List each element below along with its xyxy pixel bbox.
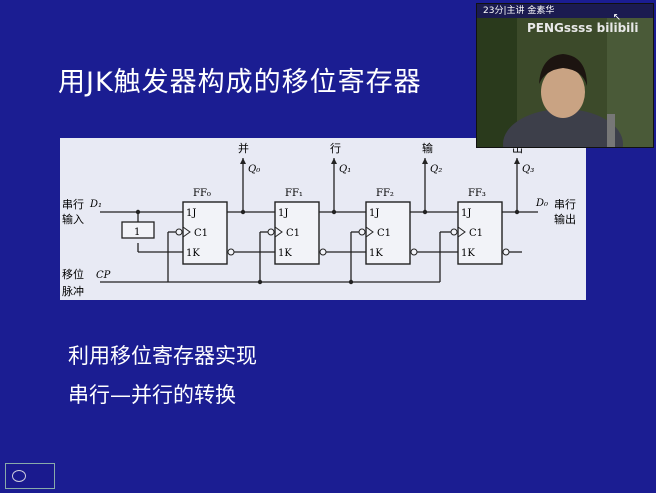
lecturer-video: 23分|主讲 金素华 PENGssss bilibili ↖ bbox=[476, 3, 654, 148]
parallel-char-0: 并 bbox=[238, 141, 249, 155]
ff0-pin-k: 1K bbox=[186, 248, 200, 259]
serial-out-signal: D₀ bbox=[535, 198, 548, 209]
clock-label-2: 脉冲 bbox=[62, 284, 84, 298]
cursor-icon: ↖ bbox=[612, 12, 621, 23]
ff3-pin-k: 1K bbox=[461, 248, 475, 259]
inverter-label: 1 bbox=[134, 227, 140, 238]
output-q3: Q₃ bbox=[522, 164, 534, 175]
ff3-label: FF₃ bbox=[468, 188, 486, 199]
ff3-pin-c: C1 bbox=[469, 228, 483, 239]
serial-in-signal: D₁ bbox=[89, 199, 102, 210]
player-control-button[interactable] bbox=[5, 463, 55, 489]
shift-register-diagram: 并 行 输 出 Q₀ Q₁ Q₂ Q₃ bbox=[60, 138, 586, 300]
serial-out-label-2: 输出 bbox=[554, 212, 576, 226]
clock-signal: CP bbox=[96, 270, 111, 281]
video-caption: 23分|主讲 金素华 bbox=[477, 4, 653, 18]
ff2-pin-j: 1J bbox=[369, 208, 379, 219]
output-q0: Q₀ bbox=[248, 164, 260, 175]
clock-label-1: 移位 bbox=[62, 267, 84, 281]
lecturer-image bbox=[477, 4, 653, 147]
parallel-char-3: 出 bbox=[512, 141, 523, 155]
serial-in-label-1: 串行 bbox=[62, 198, 84, 211]
ff2-pin-k: 1K bbox=[369, 248, 383, 259]
parallel-char-2: 输 bbox=[422, 141, 433, 155]
serial-in-label-2: 输入 bbox=[62, 212, 84, 226]
ff3-pin-j: 1J bbox=[461, 208, 471, 219]
ff0-pin-c: C1 bbox=[194, 228, 208, 239]
ff1-pin-j: 1J bbox=[278, 208, 288, 219]
circle-icon bbox=[12, 470, 26, 482]
output-q2: Q₂ bbox=[430, 164, 442, 175]
ff1-pin-k: 1K bbox=[278, 248, 292, 259]
circuit-svg: 并 行 输 出 Q₀ Q₁ Q₂ Q₃ bbox=[62, 141, 576, 298]
serial-out-label-1: 串行 bbox=[554, 198, 576, 211]
ff0-label: FF₀ bbox=[193, 188, 211, 199]
output-q1: Q₁ bbox=[339, 164, 351, 175]
parallel-char-1: 行 bbox=[330, 142, 341, 155]
video-watermark: PENGssss bilibili bbox=[527, 21, 639, 35]
ff0-pin-j: 1J bbox=[186, 208, 196, 219]
ff1-pin-c: C1 bbox=[286, 228, 300, 239]
description-line-1: 利用移位寄存器实现 bbox=[68, 344, 257, 368]
ff2-label: FF₂ bbox=[376, 188, 394, 199]
ff1-label: FF₁ bbox=[285, 188, 303, 199]
description-line-2: 串行—并行的转换 bbox=[68, 383, 236, 407]
ff2-pin-c: C1 bbox=[377, 228, 391, 239]
slide-title: 用JK触发器构成的移位寄存器 bbox=[58, 67, 422, 98]
